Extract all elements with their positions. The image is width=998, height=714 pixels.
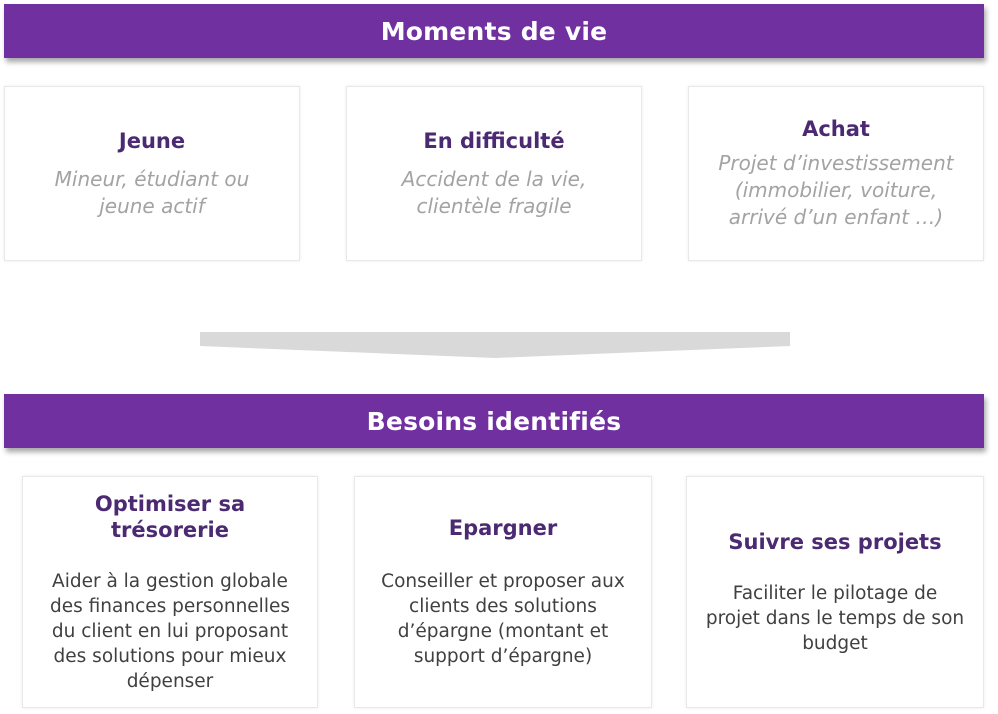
besoins-identifies-title: Besoins identifiés — [366, 406, 622, 436]
card-suivre-projets: Suivre ses projets Faciliter le pilotage… — [686, 476, 984, 708]
card-epargner-line-3: d’épargne (montant et — [397, 621, 609, 642]
card-achat-line-1: Projet d’investissement — [718, 151, 954, 175]
card-jeune-line-2: jeune actif — [99, 193, 205, 218]
card-optimiser-tresorerie-title: Optimiser sa trésorerie — [95, 491, 245, 543]
card-optimiser-tresorerie-line-4: des solutions pour mieux — [53, 645, 287, 667]
besoins-identifies-banner: Besoins identifiés — [4, 394, 984, 448]
card-optimiser-tresorerie-line-1: Aider à la gestion globale — [52, 570, 288, 592]
card-suivre-projets-title: Suivre ses projets — [728, 529, 941, 555]
card-epargner-line-1: Conseiller et proposer aux — [381, 571, 625, 592]
card-epargner-title: Epargner — [449, 515, 558, 541]
card-suivre-projets-description: Faciliter le pilotage de projet dans le … — [706, 581, 964, 656]
card-optimiser-tresorerie-line-3: du client en lui proposant — [51, 620, 289, 642]
card-achat: Achat Projet d’investissement (immobilie… — [688, 86, 984, 261]
card-optimiser-tresorerie-description: Aider à la gestion globale des finances … — [50, 569, 290, 694]
card-achat-line-2: (immobilier, voiture, — [734, 178, 938, 202]
card-optimiser-tresorerie-line-5: dépenser — [126, 670, 214, 692]
card-optimiser-tresorerie-title-line-2: trésorerie — [111, 517, 229, 542]
card-en-difficulte-description: Accident de la vie, clientèle fragile — [402, 166, 587, 220]
card-epargner-line-4: support d’épargne) — [413, 646, 593, 667]
card-epargner-description: Conseiller et proposer aux clients des s… — [381, 569, 625, 669]
moments-de-vie-title: Moments de vie — [380, 16, 608, 46]
card-suivre-projets-line-3: budget — [802, 632, 868, 654]
card-epargner-line-2: clients des solutions — [409, 596, 597, 617]
card-jeune-title: Jeune — [118, 128, 186, 153]
card-optimiser-tresorerie: Optimiser sa trésorerie Aider à la gesti… — [22, 476, 318, 708]
card-achat-title: Achat — [802, 117, 870, 141]
card-en-difficulte-line-2: clientèle fragile — [416, 193, 572, 218]
card-jeune-description: Mineur, étudiant ou jeune actif — [55, 166, 250, 220]
moments-de-vie-banner: Moments de vie — [4, 4, 984, 58]
card-jeune: Jeune Mineur, étudiant ou jeune actif — [4, 86, 300, 261]
flow-arrow — [200, 332, 790, 358]
card-jeune-line-1: Mineur, étudiant ou — [54, 166, 250, 191]
card-optimiser-tresorerie-line-2: des finances personnelles — [50, 595, 290, 617]
card-en-difficulte-line-1: Accident de la vie, — [401, 166, 587, 191]
card-epargner: Epargner Conseiller et proposer aux clie… — [354, 476, 652, 708]
card-optimiser-tresorerie-title-line-1: Optimiser sa — [94, 491, 246, 516]
card-en-difficulte-title: En difficulté — [423, 128, 565, 153]
card-suivre-projets-line-2: projet dans le temps de son — [705, 607, 965, 629]
card-suivre-projets-line-1: Faciliter le pilotage de — [732, 582, 938, 604]
card-achat-description: Projet d’investissement (immobilier, voi… — [718, 150, 953, 231]
card-achat-line-3: arrivé d’un enfant …) — [728, 205, 944, 229]
card-epargner-title-line-1: Epargner — [448, 516, 558, 540]
card-en-difficulte: En difficulté Accident de la vie, client… — [346, 86, 642, 261]
flow-arrow-shape — [200, 332, 790, 358]
card-suivre-projets-title-line-1: Suivre ses projets — [728, 529, 942, 554]
